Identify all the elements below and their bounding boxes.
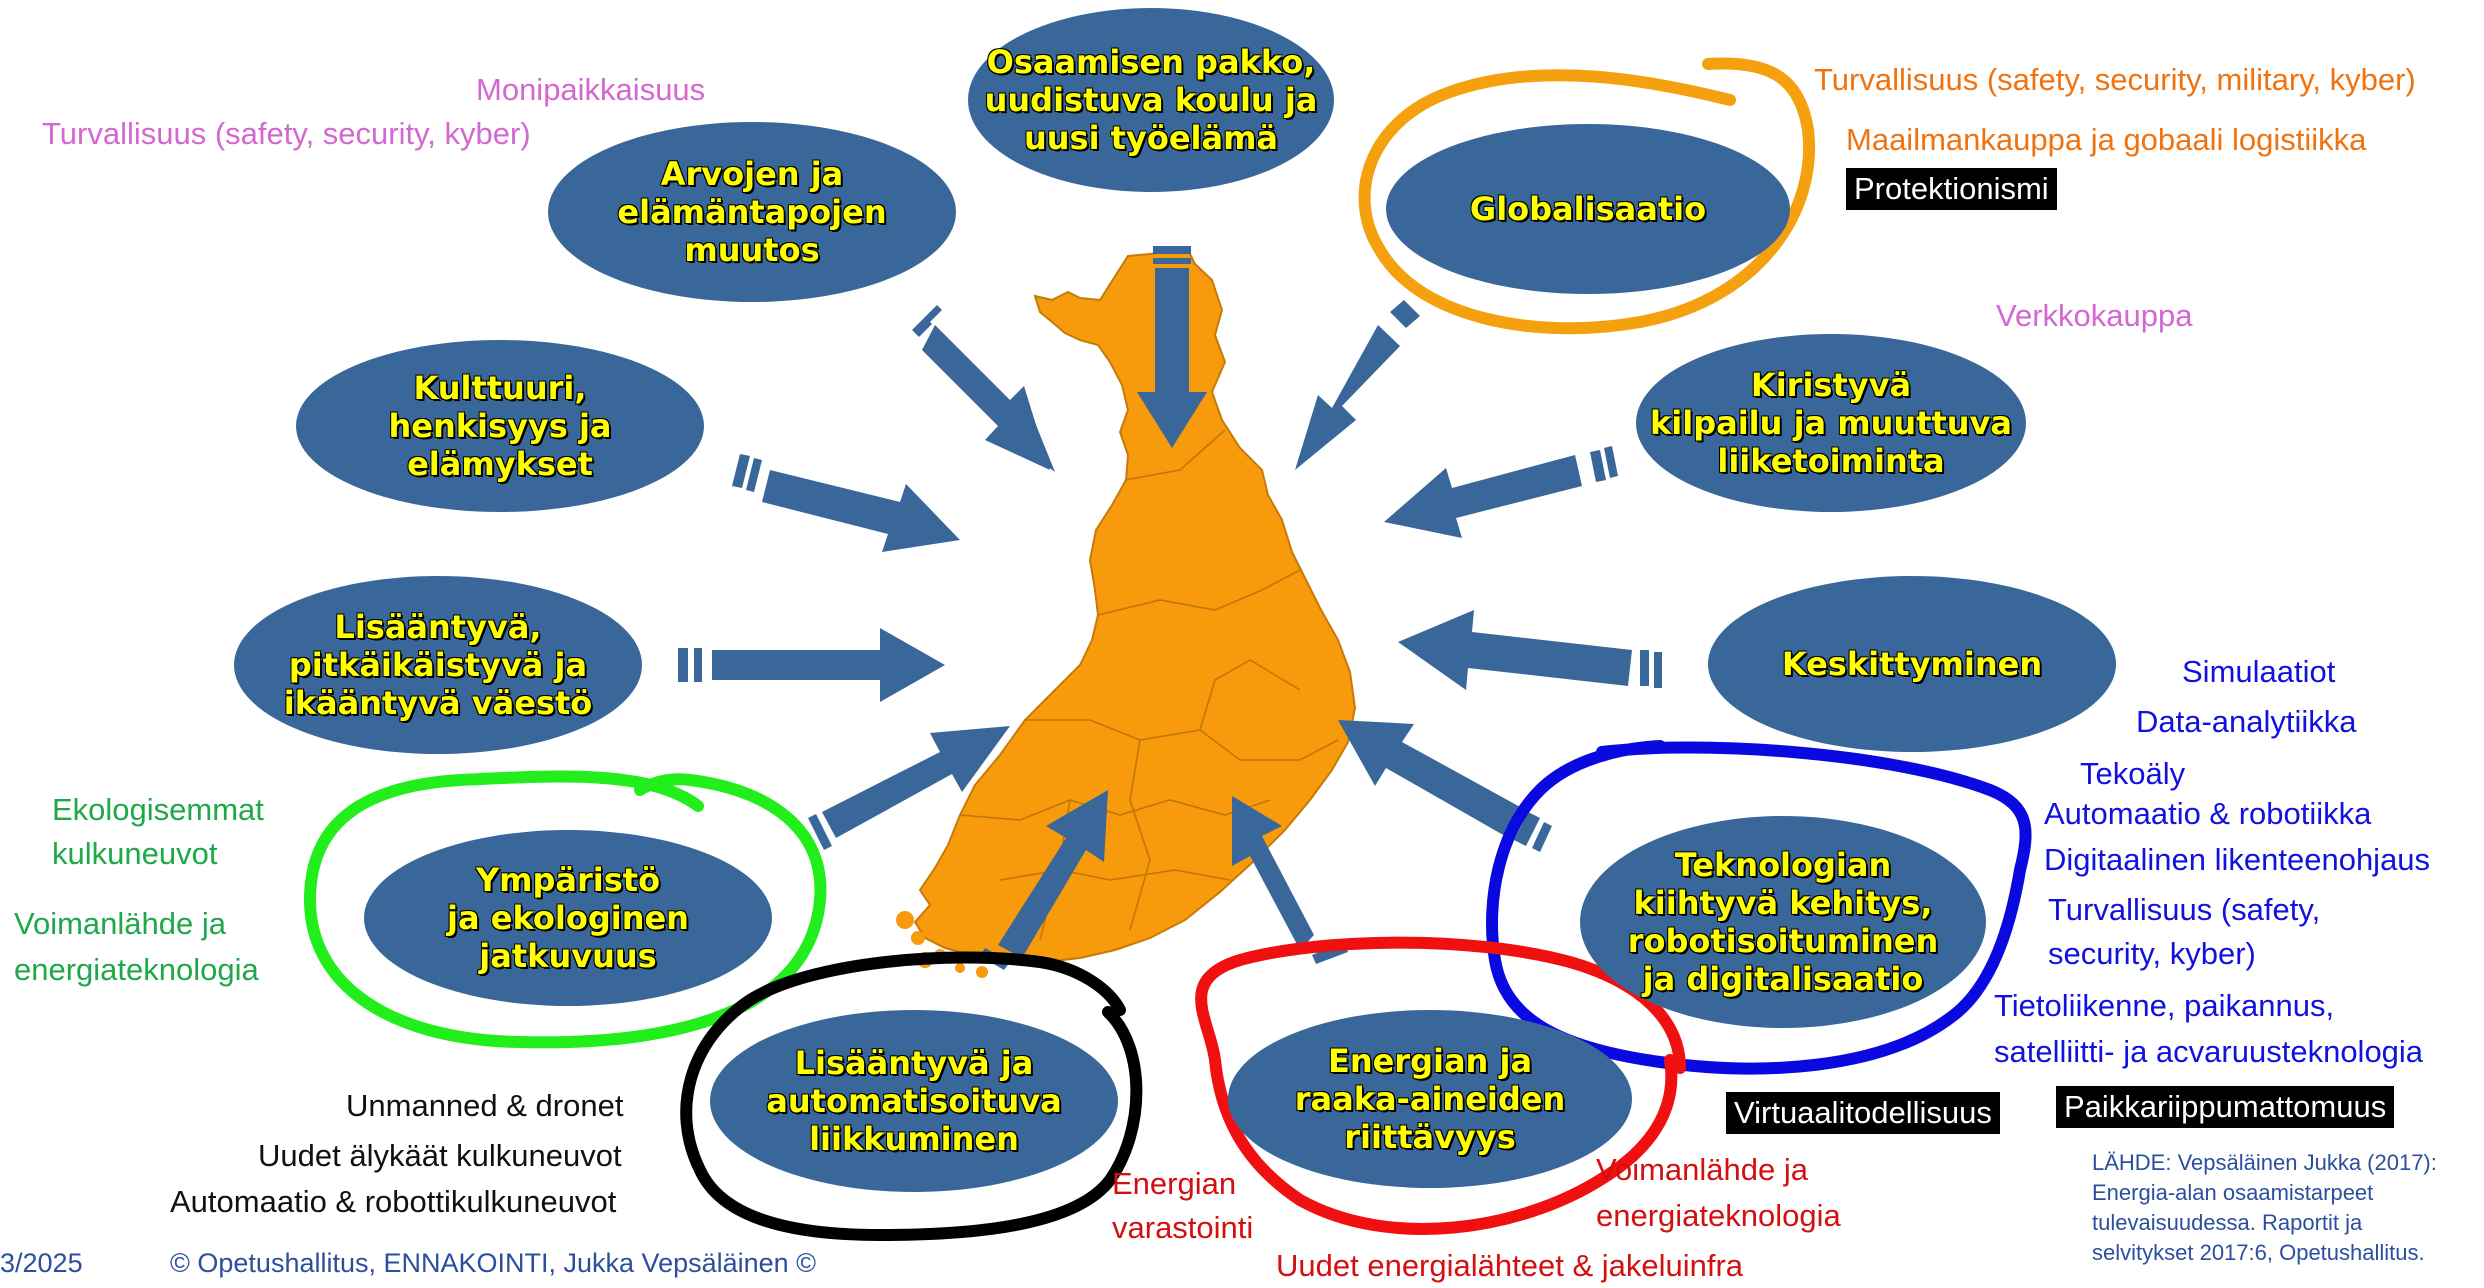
circle-green-ymparisto: [303, 770, 827, 1049]
arrows: [678, 246, 1662, 970]
note-ekologisemmat-2: kulkuneuvot: [52, 836, 218, 871]
arrow-teknologia: [1338, 720, 1522, 836]
bubble-vaesto: [234, 576, 642, 754]
note-turvallisuus-blue-2: security, kyber): [2048, 936, 2256, 971]
bubble-energia: [1228, 1010, 1632, 1188]
arrow-dash: [1390, 300, 1420, 328]
bubble-kulttuuri: [296, 340, 704, 512]
note-turvallisuus-orange: Turvallisuus (safety, security, military…: [1814, 62, 2416, 97]
note-ekologisemmat-1: Ekologisemmat: [52, 792, 264, 827]
note-uudet-alykkaat: Uudet älykäät kulkuneuvot: [258, 1138, 622, 1173]
note-paikkariippumattomuus: Paikkariippumattomuus: [2056, 1086, 2395, 1128]
note-digitaalinen: Digitaalinen likenteenohjaus: [2044, 842, 2431, 877]
bubble-liikkuminen: [710, 1010, 1118, 1192]
bubble-globalisaatio: [1386, 124, 1790, 294]
arrow-keskittyminen: [1398, 610, 1632, 690]
bubble-globalisaatio-label: Globalisaatio: [1469, 190, 1707, 228]
circle-orange-globalisaatio: [1358, 57, 1816, 335]
arrow-dash: [732, 454, 750, 488]
note-simulaatiot: Simulaatiot: [2182, 654, 2336, 689]
arrow-dash: [1640, 650, 1649, 686]
note-maailmankauppa: Maailmankauppa ja gobaali logistiikka: [1846, 122, 2367, 157]
arrow-kulttuuri: [762, 470, 960, 552]
arrow-dash: [746, 458, 762, 492]
arrow-dash: [1590, 450, 1606, 482]
arrow-dash: [1514, 812, 1540, 846]
arrow-liikkuminen: [998, 790, 1108, 958]
bubble-kilpailu: [1636, 334, 2026, 512]
note-monipaikkaisuus: Monipaikkaisuus: [476, 72, 706, 107]
arrow-kilpailu: [1384, 455, 1582, 538]
footer-date: 3/2025: [0, 1248, 83, 1278]
bubble-keskittyminen: [1708, 576, 2116, 752]
arrow-arvot-body: [922, 325, 1050, 470]
note-voimanlahde-red-1: Voimanlähde ja: [1596, 1152, 1808, 1187]
bubble-osaaminen: [968, 8, 1334, 192]
note-turvallisuus-blue-1: Turvallisuus (safety,: [2048, 892, 2321, 927]
note-uudet-energialahteet: Uudet energialähteet & jakeluinfra: [1276, 1248, 1744, 1283]
note-satelliitti: satelliitti- ja acvaruusteknologia: [1994, 1034, 2424, 1069]
arrow-dash: [808, 814, 832, 850]
footer-copyright: © Opetushallitus, ENNAKOINTI, Jukka Veps…: [170, 1248, 817, 1278]
bubble-arvot: [548, 122, 956, 302]
note-unmanned: Unmanned & dronet: [346, 1088, 624, 1123]
arrow-dash: [1604, 446, 1618, 478]
note-turvallisuus-pink: Turvallisuus (safety, security, kyber): [42, 116, 531, 151]
arrow-dash: [694, 648, 702, 682]
bubble-teknologia: [1580, 816, 1986, 1028]
note-automaatio-robotti: Automaatio & robottikulkuneuvot: [170, 1184, 617, 1219]
circle-red-energia: [1195, 936, 1686, 1235]
circle-blue-teknologia: [1486, 740, 2032, 1075]
arrow-ymparisto: [822, 726, 1010, 838]
circle-black-liikkuminen: [680, 951, 1143, 1242]
arrow-dash: [678, 648, 688, 682]
arrow-dash: [1532, 822, 1552, 852]
arrow-energia: [1232, 796, 1314, 950]
arrow-dash: [924, 305, 942, 323]
arrow-dash: [1153, 258, 1191, 264]
note-energian-varastointi-2: varastointi: [1112, 1210, 1254, 1245]
arrow-vaesto: [712, 628, 945, 702]
note-tietoliikenne: Tietoliikenne, paikannus,: [1994, 988, 2335, 1023]
note-verkkokauppa: Verkkokauppa: [1996, 298, 2193, 333]
note-virtuaalitodellisuus: Virtuaalitodellisuus: [1726, 1092, 2000, 1134]
note-voimanlahde-red-2: energiateknologia: [1596, 1198, 1841, 1233]
bubble-ymparisto: [364, 830, 772, 1006]
note-protektionismi: Protektionismi: [1846, 168, 2057, 210]
arrow-globalisaatio: [1295, 325, 1400, 470]
source-citation: LÄHDE: Vepsäläinen Jukka (2017): Energia…: [2092, 1150, 2437, 1265]
bubble-keskittyminen-label: Keskittyminen: [1781, 645, 2043, 683]
arrow-dash: [912, 317, 932, 337]
note-tekoaly: Tekoäly: [2080, 756, 2186, 791]
note-voimanlahde-green-2: energiateknologia: [14, 952, 259, 987]
arrow-osaaminen: [1137, 268, 1207, 448]
arrow-dash: [1654, 652, 1662, 688]
note-automaatio-robotiikka: Automaatio & robotiikka: [2044, 796, 2372, 831]
note-voimanlahde-green-1: Voimanlähde ja: [14, 906, 226, 941]
note-energian-varastointi-1: Energian: [1112, 1166, 1237, 1201]
note-data-analytiikka: Data-analytiikka: [2136, 704, 2357, 739]
arrow-dash: [1153, 246, 1191, 254]
